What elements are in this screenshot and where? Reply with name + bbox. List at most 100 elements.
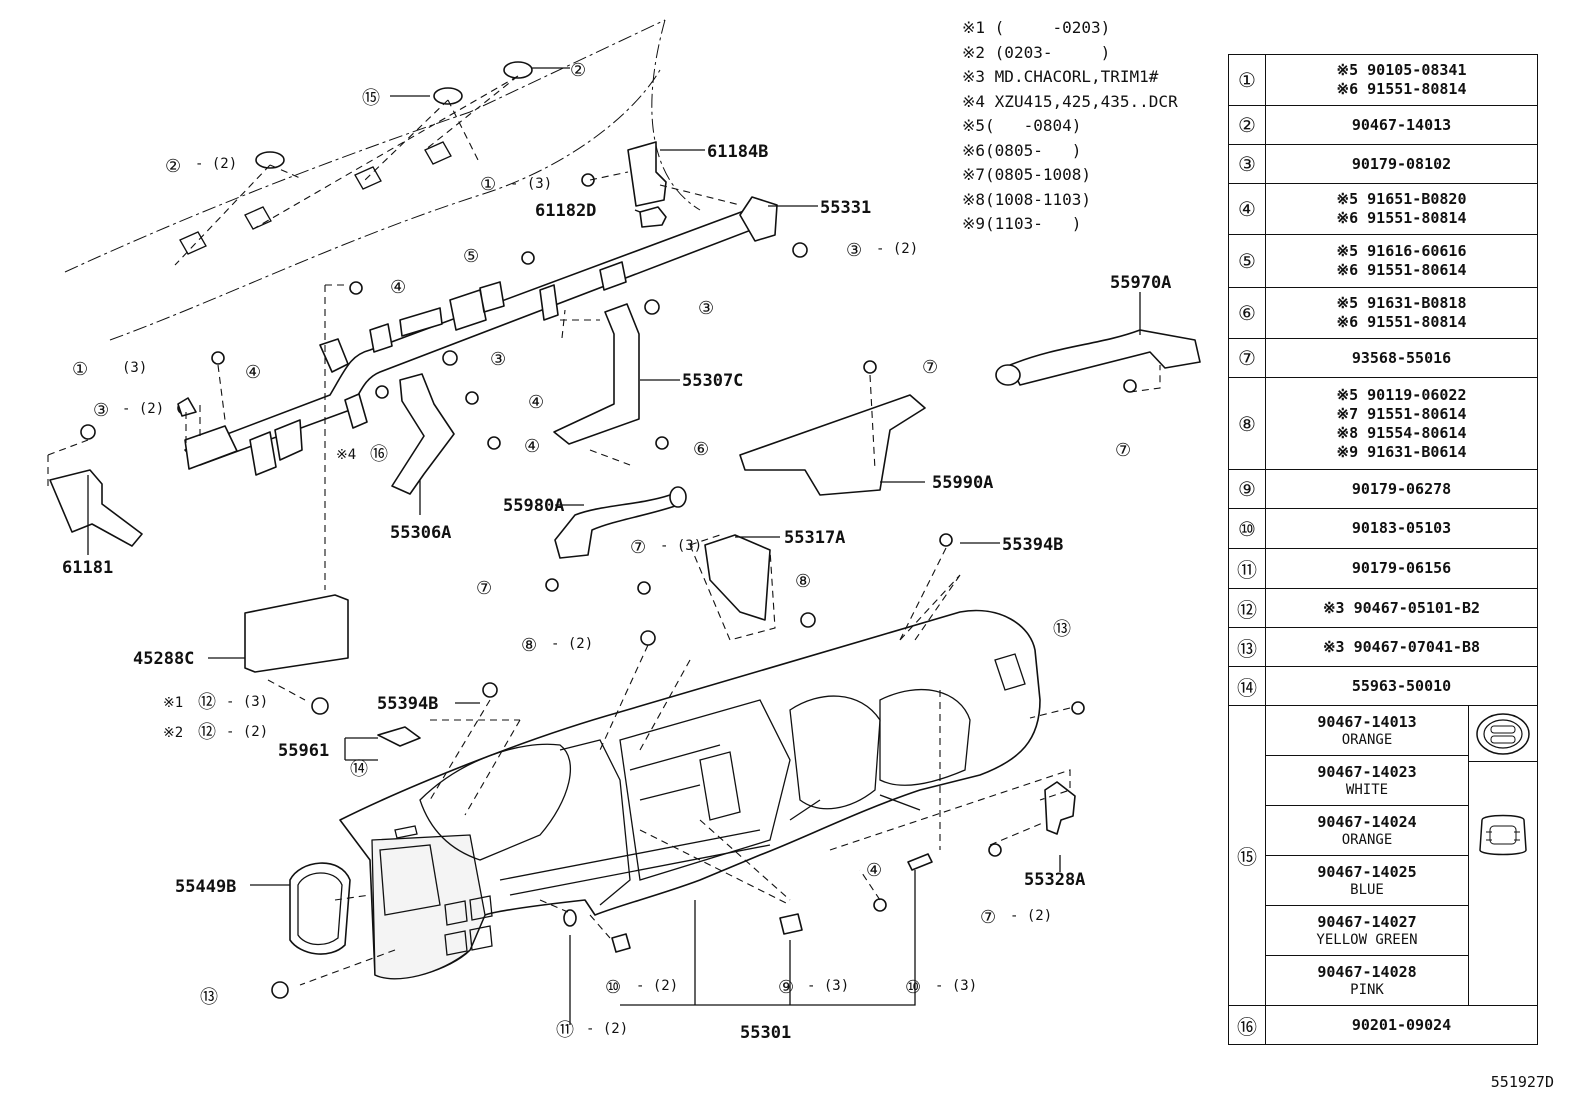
table-row: ⑫ ※3 90467-05101-B2 [1228, 588, 1538, 628]
callout-number: ⑩ [605, 977, 621, 998]
part-number: 90179-06278 [1265, 469, 1538, 509]
applicability-notes: ※1 ( -0203) ※2 (0203- ) ※3 MD.CHACORL,TR… [962, 16, 1178, 237]
table-row: ⑥ ※5 91631-B0818※6 91551-80814 [1228, 287, 1538, 339]
bracket-55328a [1044, 781, 1076, 835]
note: ※9(1103- ) [962, 214, 1082, 233]
callout-number: ① [480, 174, 496, 195]
row-key: ⑨ [1228, 469, 1266, 509]
diagram-reference-number: 551927D [1490, 1073, 1554, 1091]
callouts: ② ⑮ ② - (2) ① - (3) ⑤ ③ - (2) ④ ③ ① (3) … [72, 60, 1131, 1041]
row-value: ※5 90119-06022※7 91551-80614※8 91554-806… [1265, 377, 1538, 470]
bracket-55317a [704, 534, 771, 621]
table-row: ⑩ 90183-05103 [1228, 508, 1538, 549]
callout-number: ⑪ [556, 1020, 574, 1041]
row-value: ※5 91616-60616※6 91551-80614 [1265, 234, 1538, 288]
part-number: 90179-06156 [1265, 548, 1538, 589]
callout-qty: - (2) [586, 1021, 628, 1037]
callout-number: ③ [846, 240, 862, 261]
row-key: ⑦ [1228, 338, 1266, 378]
part-label: 55980A [503, 496, 564, 516]
callout-qty: - (3) [807, 978, 849, 994]
callout-number: ⑦ [630, 537, 646, 558]
table-row: ③ 90179-08102 [1228, 144, 1538, 184]
callout-qty: - (3) [935, 978, 977, 994]
row-key: ⑭ [1228, 666, 1266, 706]
bracket-55961 [377, 726, 421, 747]
color-name: ORANGE [1341, 831, 1393, 848]
part-label: 45288C [133, 649, 194, 669]
callout-number: ⑬ [1053, 619, 1071, 640]
callout-qty: - (2) [195, 156, 237, 172]
callout-number: ⑥ [693, 439, 709, 460]
row-key: ⑯ [1228, 1005, 1266, 1045]
callout-prefix: ※4 [336, 447, 356, 463]
callout-qty: - (3) [226, 694, 268, 710]
table-row: ⑯ 90201-09024 [1228, 1005, 1538, 1045]
row-key: ① [1228, 54, 1266, 106]
callout-number: ④ [866, 860, 882, 881]
part-number: ※5 91616-60616 [1336, 242, 1467, 260]
row-key: ⑪ [1228, 548, 1266, 589]
table-row: ② 90467-14013 [1228, 105, 1538, 145]
part-number: 90467-14028 [1317, 962, 1417, 981]
part-number: ※6 91551-80614 [1336, 261, 1467, 279]
callout-number: ⑬ [200, 987, 218, 1008]
callout-number: ③ [93, 400, 109, 421]
row-key: ⑮ [1228, 705, 1266, 1006]
row-value: ※5 90105-08341※6 91551-80814 [1265, 54, 1538, 106]
part-number: ※5 90119-06022 [1336, 385, 1467, 404]
row-value: ※5 91631-B0818※6 91551-80814 [1265, 287, 1538, 339]
callout-qty: - (2) [876, 241, 918, 257]
bezel-55449b [289, 862, 351, 955]
row-value: ※5 91651-B0820※6 91551-80814 [1265, 183, 1538, 235]
part-label: 61181 [62, 558, 113, 578]
color-name: PINK [1350, 981, 1384, 998]
table-row: ⑤ ※5 91616-60616※6 91551-80614 [1228, 234, 1538, 288]
plug-icon [1469, 706, 1537, 762]
part-number: 90467-14013 [1317, 712, 1417, 731]
part-number: ※6 91551-80814 [1336, 209, 1467, 227]
part-label: 55970A [1110, 273, 1171, 293]
table-row: ⑪ 90179-06156 [1228, 548, 1538, 589]
table-row: ⑧ ※5 90119-06022※7 91551-80614※8 91554-8… [1228, 377, 1538, 470]
part-number: 90467-14023 [1317, 762, 1417, 781]
part-label: 55328A [1024, 870, 1085, 890]
callout-number: ④ [528, 392, 544, 413]
part-label: 55306A [390, 523, 451, 543]
callout-number: ④ [245, 362, 261, 383]
callout-qty: - (3) [510, 176, 552, 192]
part-number: ※9 91631-B0614 [1336, 442, 1467, 461]
callout-number: ② [165, 156, 181, 177]
part-label: 55449B [175, 877, 236, 897]
table-row: ① ※5 90105-08341※6 91551-80814 [1228, 54, 1538, 106]
part-number: ※5 91651-B0820 [1336, 190, 1467, 208]
row-key: ⑤ [1228, 234, 1266, 288]
part-number: 93568-55016 [1265, 338, 1538, 378]
part-number: 55963-50010 [1265, 666, 1538, 706]
side-bracket-61181 [49, 469, 143, 547]
callout-number: ⑧ [521, 635, 537, 656]
callout-number: ⑤ [463, 246, 479, 267]
callout-number: ⑧ [795, 571, 811, 592]
assembly-lines [47, 75, 1161, 986]
plug-illustrations [1469, 706, 1537, 1005]
callout-number: ⑩ [905, 977, 921, 998]
table-row: ④ ※5 91651-B0820※6 91551-80814 [1228, 183, 1538, 235]
table-row: ⑨ 90179-06278 [1228, 469, 1538, 509]
part-number: ※5 90105-08341 [1336, 61, 1467, 79]
part-label: 55394B [1002, 535, 1063, 555]
part-number: 90179-08102 [1265, 144, 1538, 184]
callout-number: ① [72, 359, 88, 380]
table-row: ⑭ 55963-50010 [1228, 666, 1538, 706]
note: ※8(1008-1103) [962, 189, 1091, 209]
part-label: 55394B [377, 694, 438, 714]
row-key: ⑥ [1228, 287, 1266, 339]
part-label: 55307C [682, 371, 743, 391]
part-number: ※6 91551-80814 [1336, 313, 1467, 331]
callout-number: ⑨ [778, 977, 794, 998]
